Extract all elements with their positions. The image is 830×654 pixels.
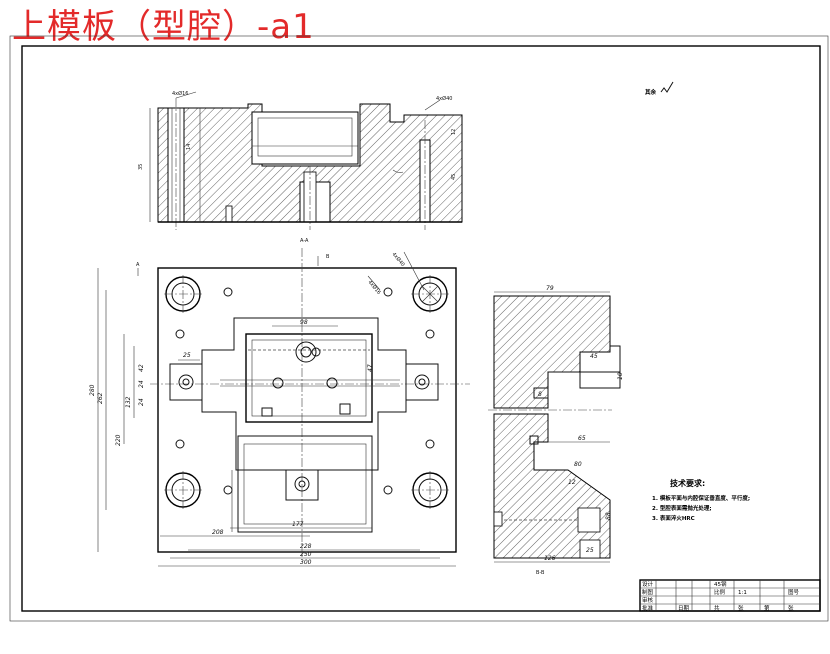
dim-b: 24 — [138, 380, 145, 388]
dim-plan-width-c: 208 — [212, 529, 224, 536]
bb-dim-step: 45 — [590, 353, 598, 360]
plan-dims-horizontal: 300 250 228 208 177 98 25 — [158, 319, 456, 567]
dim-plan-height-inner: 262 — [97, 392, 104, 404]
bb-dim-chamfer: 12 — [568, 479, 576, 486]
title-block: 设计 45钢 制图 比例 1:1 图号 审核 批准 日期 共 张 第 张 — [639, 579, 821, 612]
tb-r1-c5: 45钢 — [714, 580, 727, 588]
dim-e: 47 — [367, 364, 374, 372]
aa-bore-dim: 14 — [186, 144, 192, 150]
section-aa-view: 35 14 12 45 4xØ16 4xØ40 A-A — [138, 90, 463, 244]
plan-callout-screw: 4xØ16 — [366, 279, 382, 296]
guide-pin-hole-tr — [411, 275, 449, 313]
drawing-title: 上模板（型腔）-a1 — [12, 7, 315, 47]
section-aa-label: A-A — [300, 238, 309, 244]
aa-right-dim-2: 45 — [451, 174, 457, 180]
bb-dim-top: 79 — [546, 285, 554, 292]
tb-r4-c7: 第 — [764, 604, 770, 612]
plan-marker-b: B — [326, 254, 330, 260]
tb-r4-c1: 批准 — [642, 604, 654, 612]
tech-req-item-1: 1. 模板平面与内腔保证垂直度、平行度; — [652, 494, 750, 502]
roughness-note: 其余 — [645, 81, 674, 96]
aa-callout-left: 4xØ16 — [172, 90, 188, 97]
dim-plan-width-outer: 300 — [300, 559, 312, 566]
section-bb-label: B-B — [536, 570, 545, 576]
dim-a: 42 — [138, 364, 145, 372]
tb-r4-c4: 日期 — [678, 605, 690, 612]
guide-pin-hole-br — [411, 471, 449, 509]
tech-req-item-2: 2. 型腔表面需抛光处理; — [652, 504, 712, 512]
tb-r2-c1: 制图 — [642, 588, 654, 596]
technical-requirements: 技术要求: 1. 模板平面与内腔保证垂直度、平行度; 2. 型腔表面需抛光处理;… — [652, 478, 750, 522]
dim-plan-height-c: 132 — [125, 396, 132, 408]
guide-pin-hole-tl — [164, 275, 202, 313]
bb-dim-bottom: 126 — [544, 555, 556, 562]
plan-marker-a: A — [136, 262, 140, 268]
dim-plan-height-b: 220 — [115, 434, 122, 446]
outer-frame — [9, 35, 829, 622]
dim-plan-height-outer: 280 — [89, 384, 96, 396]
plan-callout-pin: 4xØ40 — [390, 251, 406, 268]
bb-dim-foot: 25 — [586, 547, 594, 554]
dim-c: 24 — [138, 398, 145, 406]
bb-dim-right: 10 — [617, 372, 624, 380]
guide-pin-hole-bl — [164, 471, 202, 509]
tb-r4-c5: 共 — [714, 604, 720, 612]
plan-dims-vertical: 280 262 220 132 42 24 24 47 — [89, 268, 374, 552]
bb-dim-mid: 65 — [578, 435, 586, 442]
dim-pocket-width: 25 — [183, 352, 191, 359]
dim-plan-width-inner: 250 — [300, 551, 312, 558]
tb-r2-c6: 1:1 — [738, 590, 747, 596]
bb-dim-lower: 80 — [574, 461, 582, 468]
aa-right-dim: 12 — [451, 129, 457, 135]
section-bb-view: 79 126 45 65 80 8 25 10 12 88 B-B — [488, 285, 624, 576]
tb-r3-c1: 审核 — [642, 596, 654, 604]
tech-req-item-3: 3. 表面淬火HRC — [652, 514, 695, 522]
aa-callout-right: 4xØ40 — [436, 95, 452, 102]
tb-r4-c8: 张 — [788, 604, 794, 612]
dim-plan-width-b: 228 — [300, 543, 312, 550]
roughness-note-label: 其余 — [645, 88, 657, 96]
tb-r4-c6: 张 — [738, 604, 744, 612]
bb-dim-small: 8 — [538, 391, 542, 398]
tb-r2-c8: 图号 — [788, 588, 800, 596]
tb-r1-c1: 设计 — [642, 580, 654, 588]
dim-cavity-top: 98 — [300, 319, 308, 326]
tech-req-heading: 技术要求: — [670, 478, 705, 488]
inner-frame — [21, 45, 821, 612]
plan-view: A B — [89, 248, 470, 567]
dim-plan-width-d: 177 — [292, 521, 304, 528]
tb-r2-c5: 比例 — [714, 588, 726, 596]
aa-height-dim: 35 — [138, 164, 144, 170]
bb-dim-edge: 88 — [605, 512, 612, 520]
